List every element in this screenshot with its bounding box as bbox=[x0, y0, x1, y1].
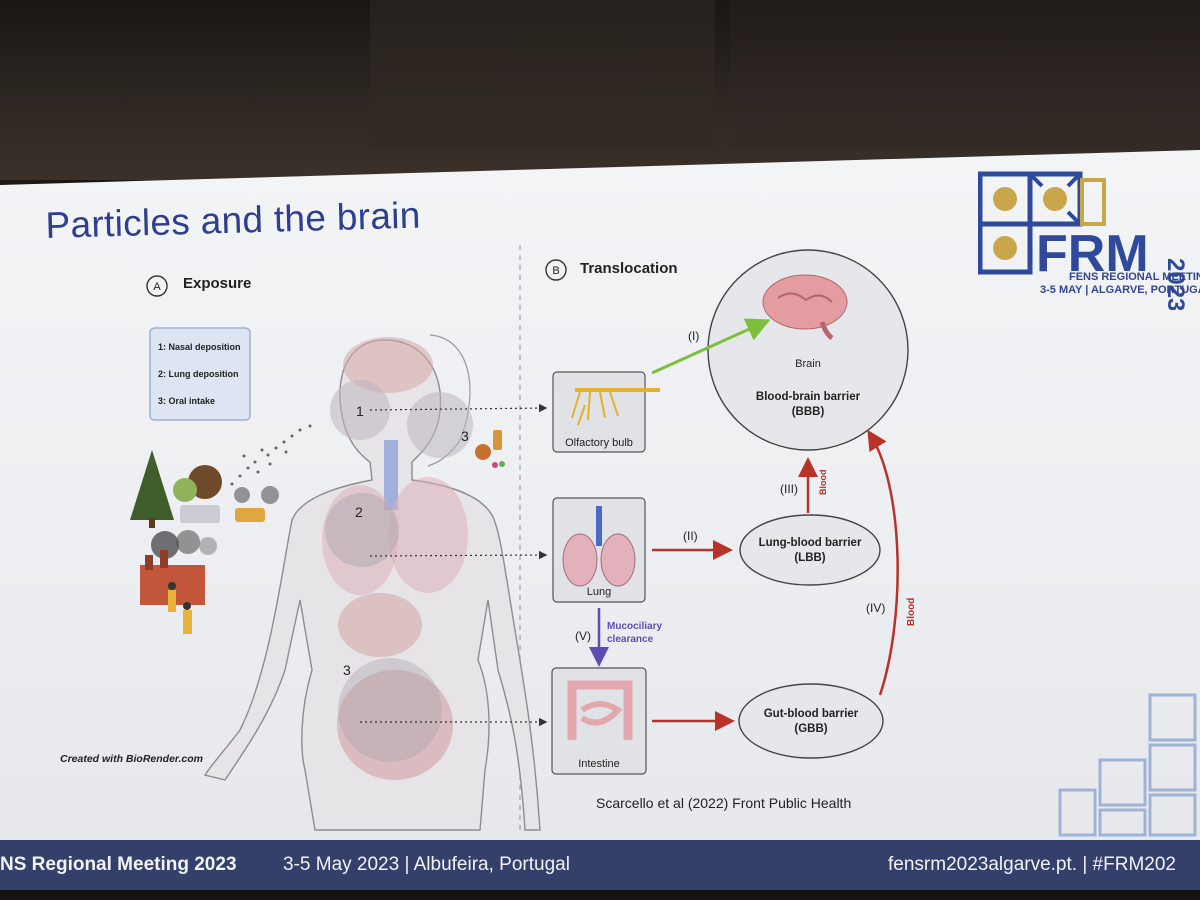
mucociliary-label-line1: Mucociliary bbox=[607, 621, 662, 632]
slide: Particles and the brain FRM 2023 FENS RE… bbox=[0, 150, 1200, 890]
marker-2: 2 bbox=[355, 504, 363, 520]
bbb-label-line1: Blood-brain barrier bbox=[756, 391, 861, 403]
room-background bbox=[0, 0, 1200, 180]
worker-icon bbox=[183, 610, 192, 634]
azulejo-pattern-icon bbox=[978, 171, 1106, 275]
route-iii-label: (III) bbox=[780, 482, 798, 496]
gut-blood-barrier-node bbox=[738, 683, 884, 759]
marker-3-oral: 3 bbox=[461, 428, 469, 444]
slide-footer: NS Regional Meeting 2023 3-5 May 2023 | … bbox=[0, 840, 1200, 890]
wall-panel bbox=[730, 0, 1200, 150]
particle-cloud bbox=[230, 424, 312, 486]
brain-icon bbox=[762, 274, 848, 341]
lung-icon bbox=[562, 506, 636, 587]
olfactory-bulb-icon bbox=[571, 388, 660, 426]
frm-subtitle-line2: 3-5 MAY | ALGARVE, PORTUGAL bbox=[1040, 284, 1200, 296]
burger-icon bbox=[475, 444, 491, 460]
panel-a-heading: Exposure bbox=[183, 275, 251, 292]
legend-item-nasal: 1: Nasal deposition bbox=[158, 342, 241, 352]
bbb-label-line2: (BBB) bbox=[792, 406, 825, 418]
exposure-legend bbox=[149, 327, 251, 421]
route-v-label: (V) bbox=[575, 629, 591, 643]
lung-blood-barrier-node bbox=[739, 514, 881, 586]
frm-subtitle: FENS REGIONAL MEETING 3-5 MAY | ALGARVE,… bbox=[1040, 271, 1200, 297]
truck-icon bbox=[180, 505, 220, 523]
decorative-pattern-icon bbox=[1058, 693, 1197, 837]
blood-brain-barrier-node bbox=[707, 249, 909, 451]
liver-shape bbox=[338, 593, 422, 657]
panel-a-badge-letter: A bbox=[153, 281, 161, 293]
floor-shadow bbox=[0, 890, 1200, 900]
footer-website: fensrm2023algarve.pt. | #FRM202 bbox=[888, 854, 1176, 875]
panel-a-badge bbox=[146, 275, 168, 297]
route-i-arrow bbox=[651, 318, 771, 375]
lung-connector bbox=[369, 550, 548, 560]
panel-b-badge-letter: B bbox=[552, 265, 559, 277]
brain-shape bbox=[343, 337, 433, 393]
frm-wordmark: FRM bbox=[1036, 225, 1149, 283]
mucociliary-label-line2: clearance bbox=[607, 634, 654, 645]
citation: Scarcello et al (2022) Front Public Heal… bbox=[596, 795, 851, 811]
legend-item-lung: 2: Lung deposition bbox=[158, 369, 239, 379]
gbb-label-line1: Gut-blood barrier bbox=[764, 708, 859, 720]
frm-logo: FRM 2023 bbox=[978, 171, 1189, 310]
car-icon bbox=[235, 508, 265, 522]
lbb-label-line1: Lung-blood barrier bbox=[759, 537, 862, 549]
environment-illustration bbox=[130, 430, 505, 634]
worker-icon bbox=[168, 590, 176, 612]
bottle-icon bbox=[493, 430, 502, 450]
gut-highlight bbox=[338, 658, 442, 762]
nasal-connector bbox=[369, 403, 548, 413]
blood-label-iv: Blood bbox=[906, 598, 917, 626]
panel-b-heading: Translocation bbox=[580, 260, 678, 277]
projection-screen: Particles and the brain FRM 2023 FENS RE… bbox=[0, 150, 1200, 890]
olfactory-bulb-label: Olfactory bulb bbox=[565, 437, 633, 449]
panel-b-badge bbox=[545, 259, 567, 281]
intestine-label: Intestine bbox=[578, 758, 620, 770]
smoke-icon bbox=[151, 531, 179, 559]
footer-meeting-name: NS Regional Meeting 2023 bbox=[0, 854, 237, 875]
nasal-highlight bbox=[330, 380, 390, 440]
brain-label: Brain bbox=[795, 358, 821, 370]
intestine-icon bbox=[567, 680, 633, 740]
wall-panel bbox=[370, 0, 715, 150]
route-iv-arrow bbox=[867, 429, 899, 696]
marker-1: 1 bbox=[356, 403, 364, 419]
frm-year: 2023 bbox=[1162, 258, 1189, 310]
left-lung-shape bbox=[322, 485, 398, 595]
pine-tree-icon bbox=[130, 450, 174, 520]
route-ii-label: (II) bbox=[683, 529, 698, 543]
translocation-diagram: A Exposure 1: Nasal deposition 2: Lung d… bbox=[60, 245, 1197, 837]
marker-3-gut: 3 bbox=[343, 662, 351, 678]
route-i-label: (I) bbox=[688, 329, 699, 343]
lung-highlight bbox=[325, 493, 399, 567]
oral-highlight bbox=[407, 392, 473, 458]
lung-label: Lung bbox=[587, 586, 611, 598]
footer-date-location: 3-5 May 2023 | Albufeira, Portugal bbox=[283, 854, 570, 875]
human-body-illustration bbox=[203, 334, 541, 831]
right-lung-shape bbox=[388, 477, 468, 593]
blood-label-iii: Blood bbox=[818, 470, 828, 496]
route-iv-label: (IV) bbox=[866, 601, 885, 615]
biorender-credit: Created with BioRender.com bbox=[60, 753, 203, 765]
frm-subtitle-line1: FENS REGIONAL MEETING bbox=[1068, 271, 1200, 283]
lbb-label-line2: (LBB) bbox=[794, 552, 825, 564]
trachea-shape bbox=[384, 440, 398, 510]
gbb-label-line2: (GBB) bbox=[794, 723, 827, 735]
legend-item-oral: 3: Oral intake bbox=[158, 396, 215, 406]
intestine-shape bbox=[337, 670, 453, 780]
tree-icon bbox=[173, 478, 197, 502]
